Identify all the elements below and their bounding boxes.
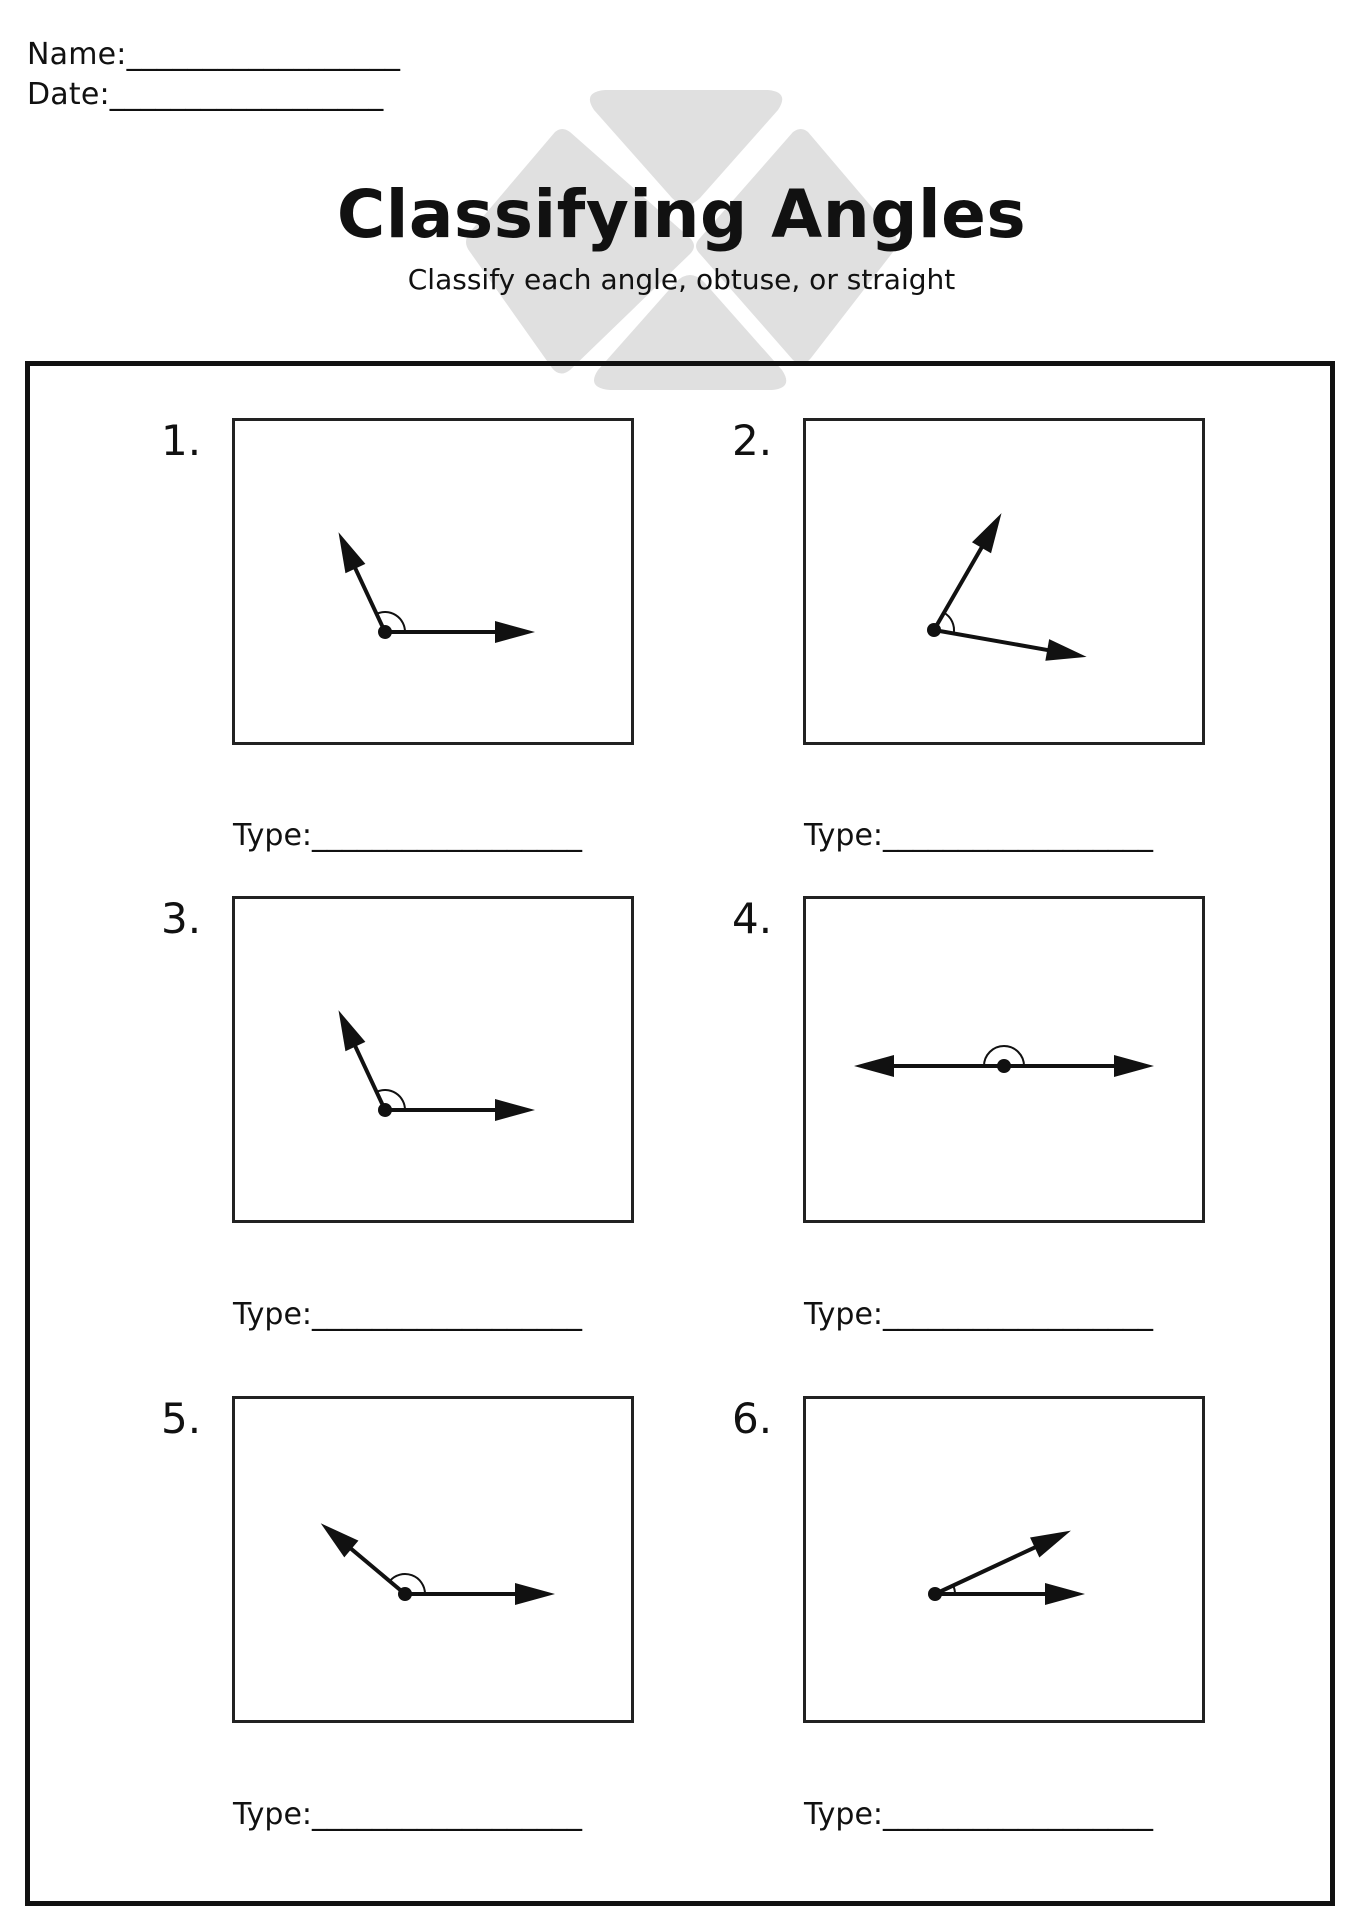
vertex-dot bbox=[378, 625, 392, 639]
arrowhead bbox=[971, 513, 1002, 554]
angle-box bbox=[232, 418, 634, 745]
ray-line bbox=[347, 1544, 407, 1596]
type-answer-line[interactable]: Type:__________________ bbox=[233, 1797, 583, 1832]
ray-line bbox=[351, 564, 387, 633]
arrowhead bbox=[338, 1010, 366, 1052]
angle-diagram bbox=[338, 532, 535, 643]
arrowhead bbox=[1045, 1583, 1085, 1605]
ray-line bbox=[934, 1544, 1040, 1596]
type-answer-line[interactable]: Type:__________________ bbox=[233, 1297, 583, 1332]
angle-box bbox=[232, 1396, 634, 1723]
angle-arc bbox=[376, 611, 406, 633]
name-field-line[interactable]: Name:__________________ bbox=[27, 37, 401, 72]
angle-diagram bbox=[338, 1010, 535, 1121]
angle-diagram bbox=[854, 1045, 1154, 1077]
angle-box bbox=[232, 896, 634, 1223]
arrowhead bbox=[320, 1523, 359, 1558]
angle-arc bbox=[388, 1573, 426, 1595]
angle-diagram bbox=[927, 513, 1087, 661]
vertex-dot bbox=[927, 623, 941, 637]
worksheet-frame bbox=[25, 361, 1335, 1906]
ray-line bbox=[933, 628, 1052, 653]
type-answer-line[interactable]: Type:__________________ bbox=[804, 1797, 1154, 1832]
angle-diagram bbox=[320, 1523, 555, 1605]
ray-line bbox=[351, 1042, 387, 1111]
angle-arc bbox=[376, 1089, 406, 1111]
type-answer-line[interactable]: Type:__________________ bbox=[804, 818, 1154, 853]
angle-box bbox=[803, 418, 1205, 745]
arrowhead bbox=[854, 1055, 894, 1077]
page-subtitle: Classify each angle, obtuse, or straight bbox=[407, 263, 956, 296]
vertex-dot bbox=[928, 1587, 942, 1601]
arrowhead bbox=[495, 621, 535, 643]
problem-number: 1. bbox=[161, 416, 202, 465]
type-answer-line[interactable]: Type:__________________ bbox=[233, 818, 583, 853]
arrowhead bbox=[338, 532, 366, 574]
arrowhead bbox=[1114, 1055, 1154, 1077]
angle-diagram bbox=[928, 1530, 1085, 1605]
vertex-dot bbox=[997, 1059, 1011, 1073]
arrowhead bbox=[495, 1099, 535, 1121]
problem-number: 4. bbox=[732, 894, 773, 943]
ray-line bbox=[932, 543, 986, 632]
page-title: Classifying Angles bbox=[336, 176, 1027, 253]
problem-number: 6. bbox=[732, 1394, 773, 1443]
arrowhead bbox=[1030, 1530, 1071, 1558]
vertex-dot bbox=[378, 1103, 392, 1117]
problem-number: 5. bbox=[161, 1394, 202, 1443]
angle-arc bbox=[983, 1045, 1025, 1067]
angle-box bbox=[803, 1396, 1205, 1723]
type-answer-line[interactable]: Type:__________________ bbox=[804, 1297, 1154, 1332]
angle-box bbox=[803, 896, 1205, 1223]
arrowhead bbox=[1045, 639, 1087, 661]
problem-number: 3. bbox=[161, 894, 202, 943]
problem-number: 2. bbox=[732, 416, 773, 465]
vertex-dot bbox=[398, 1587, 412, 1601]
date-field-line[interactable]: Date:__________________ bbox=[27, 77, 384, 112]
angle-arc bbox=[943, 611, 955, 634]
angle-arc bbox=[952, 1585, 956, 1595]
arrowhead bbox=[515, 1583, 555, 1605]
